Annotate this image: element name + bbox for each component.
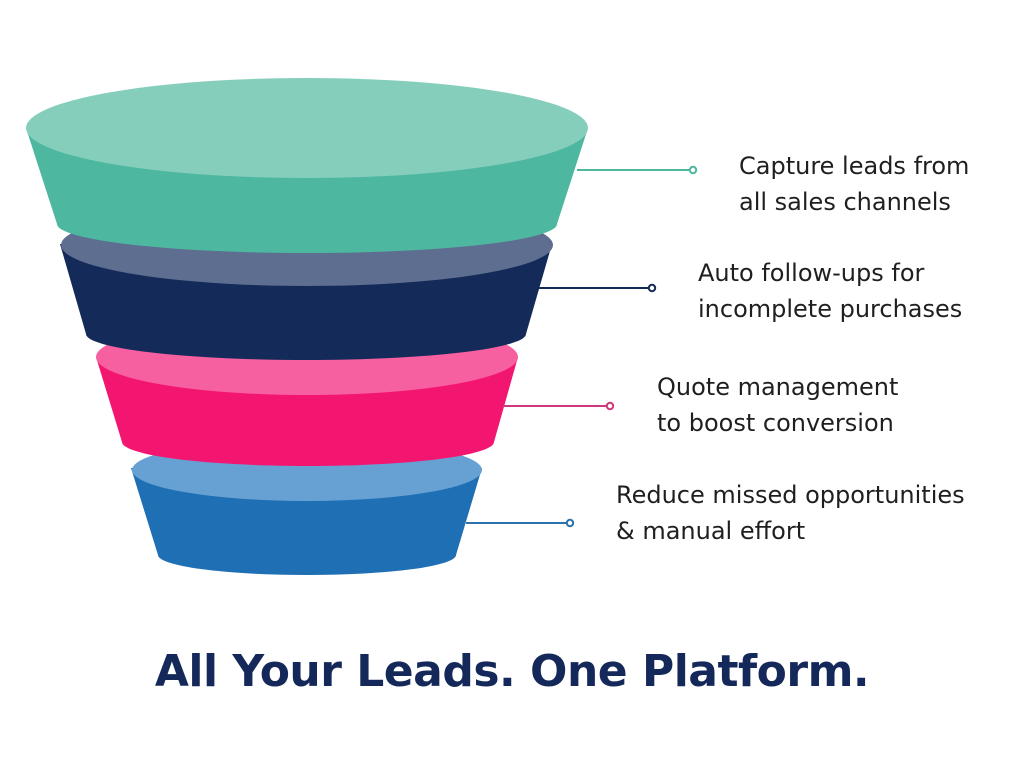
stage-2-label: Auto follow-ups for incomplete purchases [698,255,962,327]
funnel-stage-1-top [26,78,588,178]
stage-4-label-line-1: Reduce missed opportunities [616,481,965,509]
connector-dot-1 [688,165,698,175]
stage-4-label: Reduce missed opportunities & manual eff… [616,477,965,549]
stage-3-label-line-1: Quote management [657,373,899,401]
connector-dot-2 [647,283,657,293]
stage-3-label: Quote management to boost conversion [657,369,898,441]
stage-2-label-line-1: Auto follow-ups for [698,259,925,287]
stage-2-label-line-2: incomplete purchases [698,295,963,323]
stage-4-label-line-2: & manual effort [616,517,806,545]
connector-dot-3 [605,401,615,411]
funnel-stage-1 [26,78,698,253]
stage-3-label-line-2: to boost conversion [657,409,894,437]
connector-dot-4 [565,518,575,528]
headline: All Your Leads. One Platform. [154,646,870,697]
stage-1-label: Capture leads from all sales channels [739,148,969,220]
funnel-diagram [26,78,698,575]
stage-1-label-line-1: Capture leads from [739,152,970,180]
stage-1-label-line-2: all sales channels [739,188,951,216]
